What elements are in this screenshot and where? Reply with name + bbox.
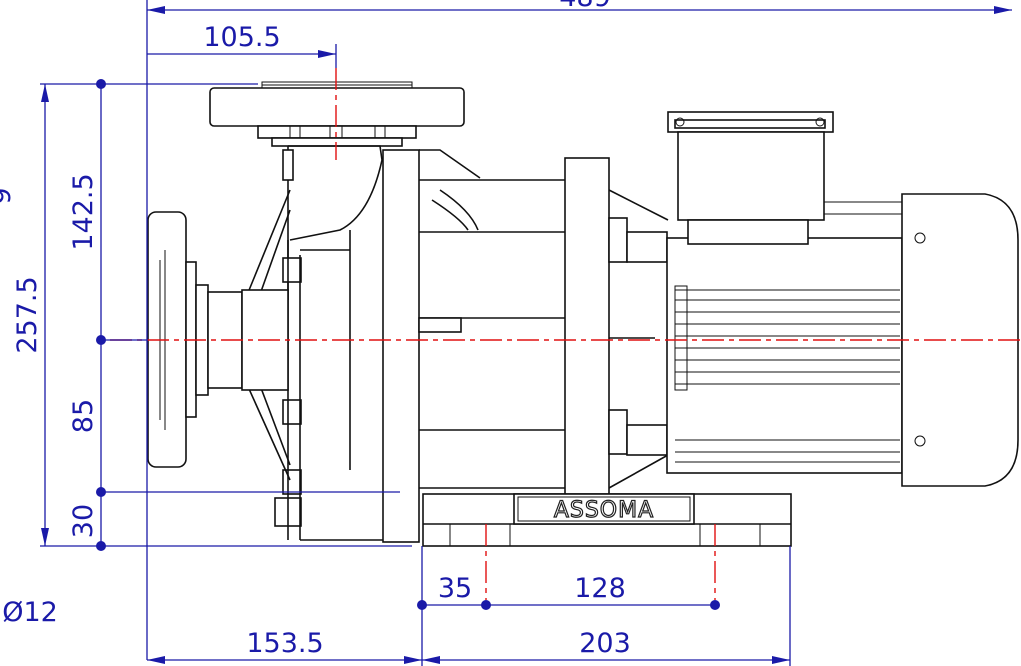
dim-left-cut: 9 xyxy=(0,187,17,204)
dim-base-gap: 35 xyxy=(438,573,472,604)
dim-height-total: 257.5 xyxy=(12,276,43,353)
base-plate xyxy=(422,493,792,547)
dim-hole-diameter: Ø12 xyxy=(2,597,58,628)
dim-length-base: 203 xyxy=(579,628,631,659)
dim-length-left: 153.5 xyxy=(246,628,323,659)
brand-label: ASSOMA xyxy=(554,498,654,523)
fan-cover xyxy=(901,193,1019,487)
motor-body xyxy=(666,196,903,474)
terminal-box xyxy=(667,111,834,245)
motor-flange xyxy=(564,157,669,531)
dim-base-hole-spacing: 128 xyxy=(574,573,626,604)
pump-outline xyxy=(147,81,1019,547)
dimension-lines xyxy=(40,0,1012,666)
dim-height-base: 30 xyxy=(68,504,99,538)
dimension-dots xyxy=(96,79,720,610)
pump-casing xyxy=(244,145,385,541)
discharge-flange xyxy=(209,81,465,147)
dim-flange-offset: 105.5 xyxy=(203,22,280,53)
dim-overall-width: 489 xyxy=(559,0,611,13)
center-lines xyxy=(110,68,1021,600)
dim-height-top: 142.5 xyxy=(68,173,99,250)
dim-height-center: 85 xyxy=(68,399,99,433)
bracket xyxy=(382,149,565,543)
